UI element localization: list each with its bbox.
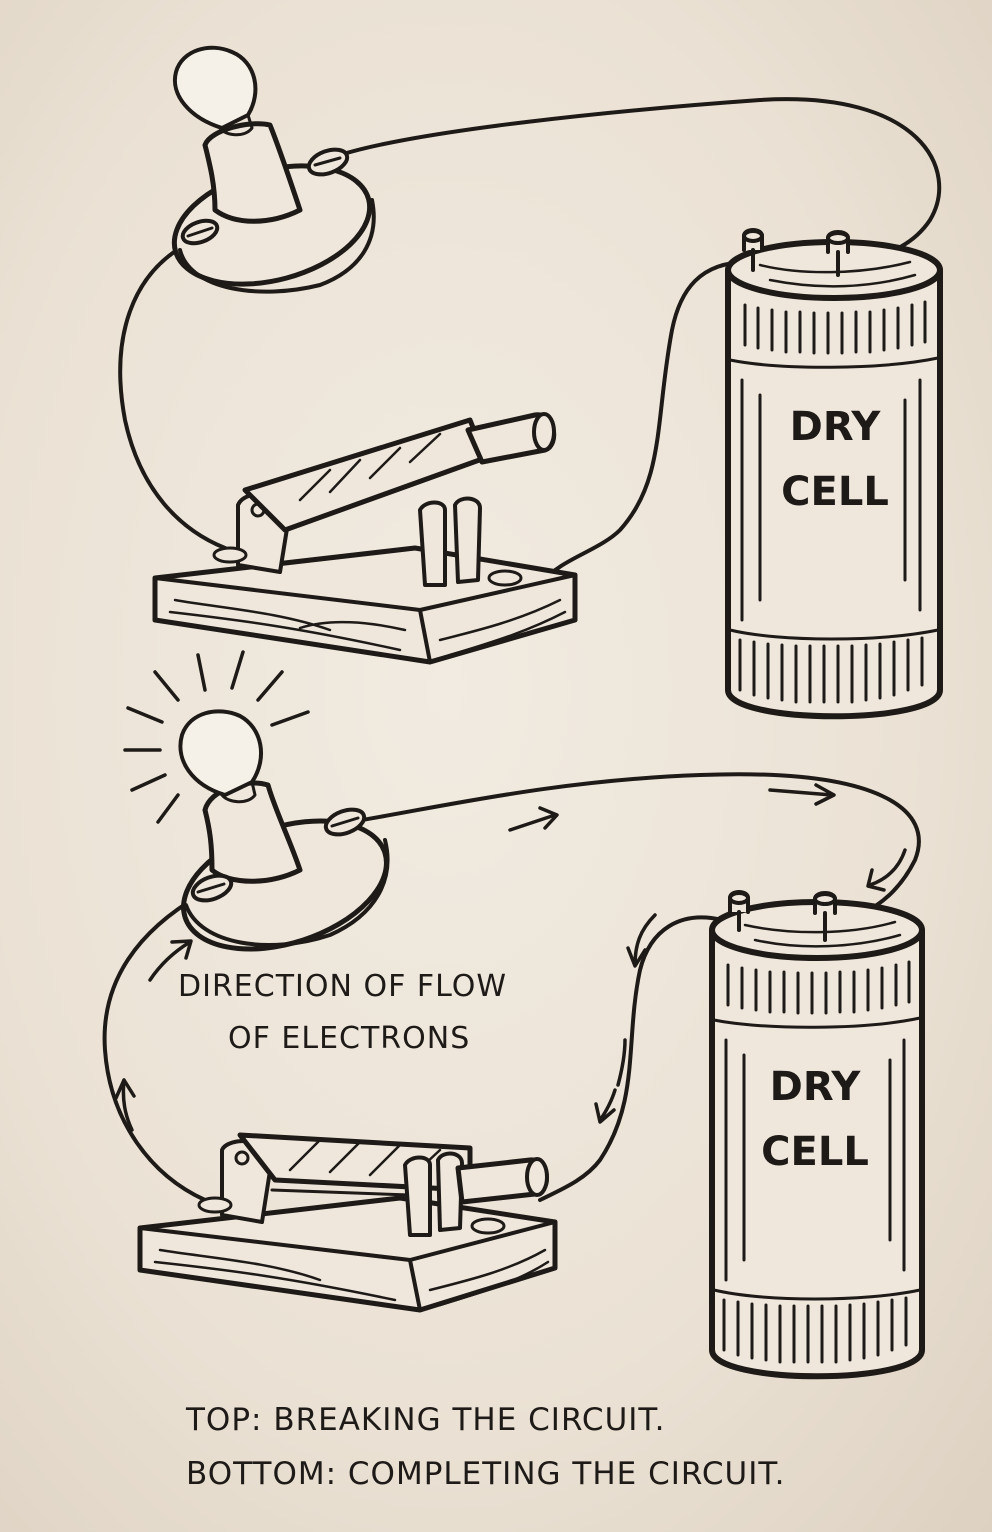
bottom-lamp-socket [181, 780, 390, 952]
top-circuit: DRY CELL [118, 45, 943, 720]
caption-line-top: TOP: BREAKING THE CIRCUIT. [186, 1402, 666, 1438]
top-wire-cell-to-switch [543, 260, 750, 582]
bottom-bulb-lit [123, 650, 310, 824]
bottom-dry-cell: DRY CELL [709, 890, 925, 1380]
top-dry-cell: DRY CELL [725, 228, 943, 720]
top-knife-switch [152, 412, 578, 665]
top-wire-lamp-to-switch [118, 238, 227, 550]
bottom-cell-label-line2: CELL [761, 1129, 869, 1175]
bulb-rays [123, 650, 310, 824]
caption-line-bottom: BOTTOM: COMPLETING THE CIRCUIT. [186, 1456, 786, 1492]
bottom-cell-label-line1: DRY [770, 1064, 862, 1110]
bottom-circuit: DRY CELL DIRECTION OF FLOW OF ELECTRONS [102, 650, 925, 1380]
flow-label-line2: OF ELECTRONS [228, 1021, 470, 1056]
top-wire-lamp-to-cell [338, 97, 942, 264]
bottom-wire-switch-to-lamp [102, 893, 207, 1202]
bottom-wire-lamp-to-cell [360, 772, 921, 917]
bottom-wire-cell-to-switch [538, 915, 724, 1202]
top-cell-label-line2: CELL [781, 469, 889, 515]
top-bulb [172, 45, 258, 137]
top-lamp-socket [171, 121, 376, 294]
bottom-knife-switch [137, 1132, 558, 1313]
flow-label-line1: DIRECTION OF FLOW [178, 969, 507, 1004]
top-cell-label-line1: DRY [790, 404, 882, 450]
electron-flow-arrows [114, 783, 907, 1132]
